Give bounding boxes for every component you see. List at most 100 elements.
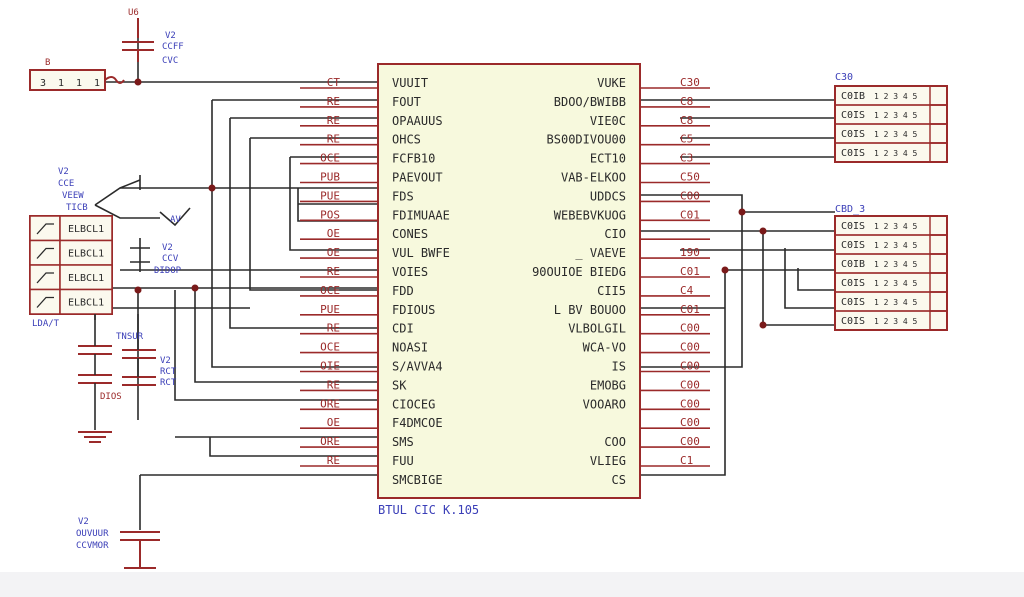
connector-row-label: C0IB bbox=[841, 259, 865, 270]
mid-label-c: DIDOP bbox=[154, 266, 182, 276]
connector-row-label: C0IS bbox=[841, 240, 865, 251]
right-pin-tags: C30C8C8C5C3C50C00C01190C01C4C01C00C00C00… bbox=[640, 76, 710, 467]
right-pin-tag: C00 bbox=[680, 360, 700, 373]
header-row-label: ELBCL1 bbox=[68, 273, 104, 284]
connector-row-numbers: 1 2 3 4 5 bbox=[874, 92, 918, 101]
bottom-cap-v: V2 bbox=[78, 517, 89, 527]
left-pin-tag: POS bbox=[320, 208, 340, 221]
header-row-label: ELBCL1 bbox=[68, 224, 104, 235]
left-pin-tag: OE bbox=[327, 246, 340, 259]
right-pin-tag: C00 bbox=[680, 378, 700, 391]
header-row-switch bbox=[29, 239, 61, 266]
right-pin-tag: C00 bbox=[680, 435, 700, 448]
conn-bot-label: CBD_3 bbox=[835, 204, 865, 215]
right-pin-tag: C01 bbox=[680, 303, 700, 316]
right-pin-tag: C8 bbox=[680, 95, 693, 108]
header-row-label: ELBCL1 bbox=[68, 298, 104, 309]
header-row-cell bbox=[59, 264, 113, 291]
header-row-switch bbox=[29, 215, 61, 242]
left-cap-note: TNSUR bbox=[116, 332, 144, 342]
mid-label-d: AV bbox=[170, 215, 181, 225]
ic-right-pin-label: _ VAEVE bbox=[575, 246, 626, 260]
wire-net bbox=[94, 35, 835, 530]
left-pin-tag: RE bbox=[327, 114, 340, 127]
header-row-cell bbox=[59, 288, 113, 315]
right-pin-tag: C00 bbox=[680, 322, 700, 335]
left-connector-pin: 1 bbox=[94, 78, 100, 89]
left-pin-tag: OE bbox=[327, 416, 340, 429]
left-pin-tag: OE bbox=[327, 227, 340, 240]
ic-right-pin-label: BS00DIVOU00 bbox=[547, 133, 626, 147]
ic-right-pin-label: ECT10 bbox=[590, 152, 626, 166]
header-row-switch bbox=[29, 288, 61, 315]
bottom-cap-a: OUVUUR bbox=[76, 529, 109, 539]
right-pin-tag: C00 bbox=[680, 341, 700, 354]
ic-right-pin-label: CII5 bbox=[597, 284, 626, 298]
ic-left-pin-label: CONES bbox=[392, 227, 428, 241]
ic-left-pin-label: SMS bbox=[392, 435, 414, 449]
left-pin-tag: RE bbox=[327, 322, 340, 335]
left-pin-tag: PUE bbox=[320, 189, 340, 202]
ic-left-pin-label: FDIMUAAE bbox=[392, 208, 450, 222]
ic-left-pin-label: CIOCEG bbox=[392, 397, 435, 411]
ic-left-pin-label: FCFB10 bbox=[392, 152, 435, 166]
ic-right-pin-label: VLBOLGIL bbox=[568, 322, 626, 336]
ic-left-pin-label: CDI bbox=[392, 322, 414, 336]
top-capacitor bbox=[122, 18, 154, 62]
connector-row-numbers: 1 2 3 4 5 bbox=[874, 279, 918, 288]
connector-row-label: C0IS bbox=[841, 148, 865, 159]
connector-row-label: C0IB bbox=[841, 91, 865, 102]
ic-right-pin-label: VOOARO bbox=[583, 397, 626, 411]
ic-left-pin-label: VOIES bbox=[392, 265, 428, 279]
top-cap-designator: U6 bbox=[128, 8, 139, 18]
ic-left-pin-label: FDD bbox=[392, 284, 414, 298]
connector-row-label: C0IS bbox=[841, 221, 865, 232]
connector-row-numbers: 1 2 3 4 5 bbox=[874, 260, 918, 269]
ic-right-pin-label: VAB-ELKOO bbox=[561, 171, 626, 185]
left-connector-pin: 1 bbox=[76, 78, 82, 89]
right-pin-tag: 190 bbox=[680, 246, 700, 259]
left-cap-n1: RCT bbox=[160, 367, 177, 377]
mid-label-a: V2 bbox=[162, 243, 173, 253]
switch-c: TICB bbox=[66, 203, 88, 213]
connector-row-label: C0IS bbox=[841, 316, 865, 327]
ic-right-pin-label: EMOBG bbox=[590, 378, 626, 392]
left-pin-tag: OCE bbox=[320, 284, 340, 297]
left-pin-tag: RE bbox=[327, 265, 340, 278]
right-pin-tag: C30 bbox=[680, 76, 700, 89]
right-pin-tag: C00 bbox=[680, 416, 700, 429]
left-connector-pin: 1 bbox=[58, 78, 64, 89]
switch-v: V2 bbox=[58, 167, 69, 177]
ic-left-pin-label: VUL BWFE bbox=[392, 246, 450, 260]
header-block-designator: LDA/T bbox=[32, 319, 60, 329]
ic-right-pin-label: WEBEBVKUOG bbox=[554, 208, 626, 222]
mid-transistor bbox=[130, 238, 150, 272]
left-pin-tag: OIE bbox=[320, 360, 340, 373]
connector-row-label: C0IS bbox=[841, 278, 865, 289]
header-row-cell bbox=[59, 239, 113, 266]
left-ground-icon bbox=[78, 431, 112, 443]
ic-left-pin-label: S/AVVA4 bbox=[392, 360, 443, 374]
ic-right-pin-label: VIE0C bbox=[590, 114, 626, 128]
ic-right-pin-label: BDOO/BWIBB bbox=[554, 95, 626, 109]
right-pin-tag: C50 bbox=[680, 171, 700, 184]
header-row-cell bbox=[59, 215, 113, 242]
connector-row-numbers: 1 2 3 4 5 bbox=[874, 130, 918, 139]
ic-body bbox=[377, 63, 641, 499]
top-cap-val: CCFF bbox=[162, 42, 184, 52]
ic-right-pin-label: COO bbox=[604, 435, 626, 449]
ic-left-pin-label: FDS bbox=[392, 189, 414, 203]
left-pin-tag: OCE bbox=[320, 152, 340, 165]
switch-icon bbox=[36, 247, 54, 259]
connector-row-label: C0IS bbox=[841, 129, 865, 140]
header-row-label: ELBCL1 bbox=[68, 249, 104, 260]
right-pin-tag: C01 bbox=[680, 265, 700, 278]
left-pin-tag: RE bbox=[327, 133, 340, 146]
left-pin-tag: OCE bbox=[320, 341, 340, 354]
ic-left-pin-label: FOUT bbox=[392, 95, 421, 109]
top-cap-v: V2 bbox=[165, 31, 176, 41]
switch-icon bbox=[36, 223, 54, 235]
